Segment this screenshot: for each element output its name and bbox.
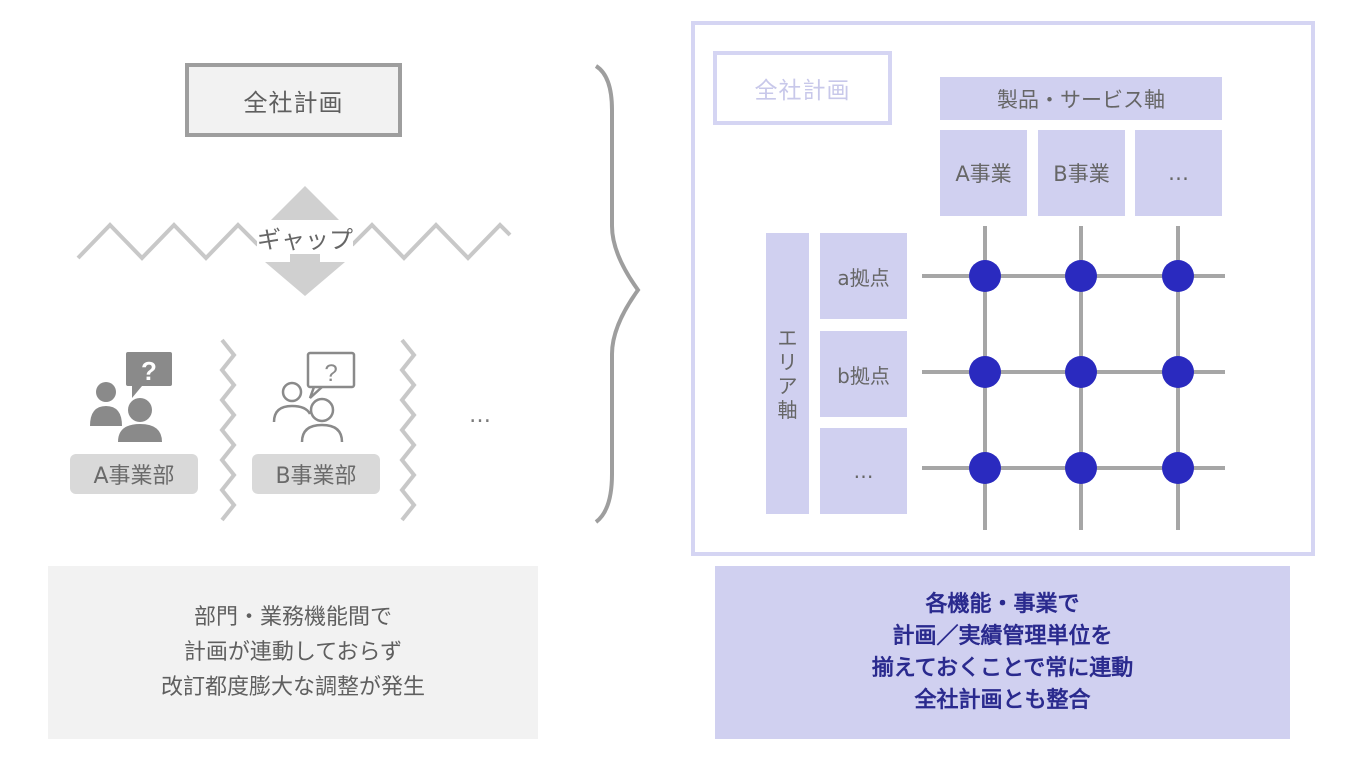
question-mark-b: ?	[324, 360, 337, 387]
row-header-b: b拠点	[820, 331, 907, 417]
vertical-zigzag-1	[219, 338, 237, 522]
grid-node	[1065, 356, 1097, 388]
solution-line-1: 各機能・事業で	[925, 591, 1080, 617]
svg-text:?: ?	[141, 356, 157, 386]
area-axis-char-3: ア	[777, 373, 798, 398]
product-service-axis-header: 製品・サービス軸	[940, 77, 1222, 120]
column-header-b: B事業	[1038, 130, 1125, 216]
area-axis-char-2: リ	[777, 349, 798, 374]
column-header-a: A事業	[940, 130, 1027, 216]
department-tag-a: A事業部	[70, 454, 198, 494]
problem-summary-box: 部門・業務機能間で 計画が連動しておらず 改訂都度膨大な調整が発生	[48, 566, 538, 739]
gap-label: ギャップ	[257, 220, 353, 254]
problem-line-1: 部門・業務機能間で	[193, 605, 392, 630]
row-header-more: …	[820, 428, 907, 514]
zigzag-left	[76, 222, 260, 261]
grid-node	[1162, 260, 1194, 292]
corporate-plan-box-right: 全社計画	[713, 51, 892, 125]
row-header-a: a拠点	[820, 233, 907, 319]
solution-line-2: 計画／実績管理単位を	[892, 623, 1113, 649]
vertical-zigzag-2	[399, 338, 417, 522]
solution-line-4: 全社計画とも整合	[914, 687, 1091, 713]
solution-summary-box: 各機能・事業で 計画／実績管理単位を 揃えておくことで常に連動 全社計画とも整合	[715, 566, 1290, 739]
curly-brace	[594, 64, 641, 524]
grid-node	[1162, 356, 1194, 388]
area-axis-header: エ リ ア 軸	[766, 233, 809, 514]
department-tag-b: B事業部	[252, 454, 380, 494]
grid-node	[1162, 452, 1194, 484]
problem-line-3: 改訂都度膨大な調整が発生	[160, 675, 425, 700]
more-departments-ellipsis: …	[469, 402, 493, 428]
people-question-icon-a: ?	[90, 352, 172, 442]
grid-node	[969, 452, 1001, 484]
column-header-more: …	[1135, 130, 1222, 216]
people-question-icon-b	[272, 351, 356, 443]
grid-node	[1065, 452, 1097, 484]
grid-node	[969, 356, 1001, 388]
solution-line-3: 揃えておくことで常に連動	[871, 655, 1134, 681]
area-axis-char-4: 軸	[777, 397, 798, 422]
area-axis-char-1: エ	[777, 325, 798, 350]
corporate-plan-box-left: 全社計画	[185, 63, 402, 137]
grid-node	[1065, 260, 1097, 292]
problem-line-2: 計画が連動しておらず	[183, 640, 403, 665]
zigzag-right	[350, 222, 512, 261]
grid-node	[969, 260, 1001, 292]
